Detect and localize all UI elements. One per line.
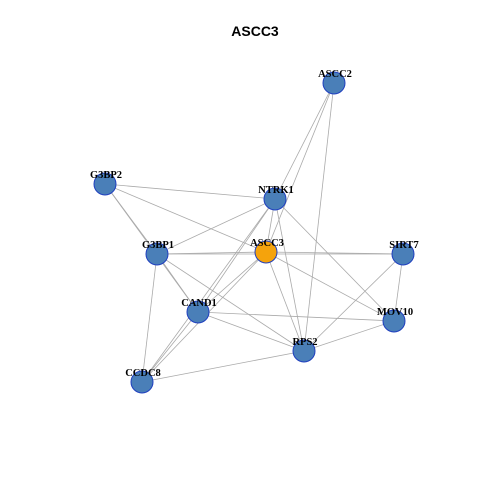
node-label-mov10: MOV10 bbox=[377, 307, 413, 318]
node-rps2: RPS2 bbox=[292, 337, 318, 363]
edge-ntrk1-mov10 bbox=[274, 198, 395, 322]
edge-ntrk1-ccdc8 bbox=[141, 198, 276, 383]
edge-ascc2-ntrk1 bbox=[274, 82, 335, 200]
node-sirt7: SIRT7 bbox=[389, 240, 419, 266]
node-g3bp2: G3BP2 bbox=[90, 170, 122, 196]
edge-cand1-rps2 bbox=[197, 311, 305, 352]
node-circle-ascc3 bbox=[254, 240, 278, 264]
graph-title: ASCC3 bbox=[231, 23, 279, 39]
node-circle-sirt7 bbox=[391, 242, 415, 266]
node-ccdc8: CCDC8 bbox=[125, 368, 161, 394]
edge-ascc3-rps2 bbox=[265, 251, 305, 352]
node-label-rps2: RPS2 bbox=[292, 337, 317, 348]
edges-layer bbox=[104, 82, 404, 383]
edge-cand1-mov10 bbox=[197, 311, 395, 322]
node-circle-ntrk1 bbox=[263, 187, 287, 211]
node-label-ascc2: ASCC2 bbox=[318, 69, 352, 80]
edge-g3bp1-rps2 bbox=[156, 253, 305, 352]
edge-ntrk1-rps2 bbox=[274, 198, 305, 352]
edge-ntrk1-g3bp1 bbox=[156, 198, 276, 255]
node-circle-mov10 bbox=[382, 309, 406, 333]
edge-ascc3-sirt7 bbox=[265, 251, 404, 255]
edge-cand1-ccdc8 bbox=[141, 311, 199, 383]
edge-rps2-ccdc8 bbox=[141, 350, 305, 383]
node-circle-rps2 bbox=[292, 339, 316, 363]
node-mov10: MOV10 bbox=[377, 307, 413, 333]
node-label-g3bp1: G3BP1 bbox=[142, 240, 174, 251]
node-circle-ccdc8 bbox=[130, 370, 154, 394]
node-circle-g3bp2 bbox=[93, 172, 117, 196]
node-label-cand1: CAND1 bbox=[181, 298, 217, 309]
node-label-ascc3: ASCC3 bbox=[250, 238, 284, 249]
edge-ascc2-rps2 bbox=[303, 82, 335, 352]
node-g3bp1: G3BP1 bbox=[142, 240, 174, 266]
node-ascc2: ASCC2 bbox=[318, 69, 352, 95]
edge-g3bp2-ascc3 bbox=[104, 183, 267, 253]
edge-ascc2-ascc3 bbox=[265, 82, 335, 253]
node-circle-g3bp1 bbox=[145, 242, 169, 266]
node-ascc3: ASCC3 bbox=[250, 238, 284, 264]
edge-ascc3-mov10 bbox=[265, 251, 395, 322]
node-label-sirt7: SIRT7 bbox=[389, 240, 418, 251]
edge-ascc3-cand1 bbox=[197, 251, 267, 313]
node-circle-ascc2 bbox=[322, 71, 346, 95]
edge-g3bp1-cand1 bbox=[156, 253, 199, 313]
edge-ntrk1-cand1 bbox=[197, 198, 276, 313]
edge-g3bp2-ntrk1 bbox=[104, 183, 276, 200]
edge-mov10-rps2 bbox=[303, 320, 395, 352]
edge-sirt7-rps2 bbox=[303, 253, 404, 352]
node-label-ntrk1: NTRK1 bbox=[258, 185, 294, 196]
node-label-ccdc8: CCDC8 bbox=[125, 368, 161, 379]
node-ntrk1: NTRK1 bbox=[258, 185, 294, 211]
node-label-g3bp2: G3BP2 bbox=[90, 170, 122, 181]
edge-g3bp1-ccdc8 bbox=[141, 253, 158, 383]
node-circle-cand1 bbox=[186, 300, 210, 324]
node-cand1: CAND1 bbox=[181, 298, 217, 324]
